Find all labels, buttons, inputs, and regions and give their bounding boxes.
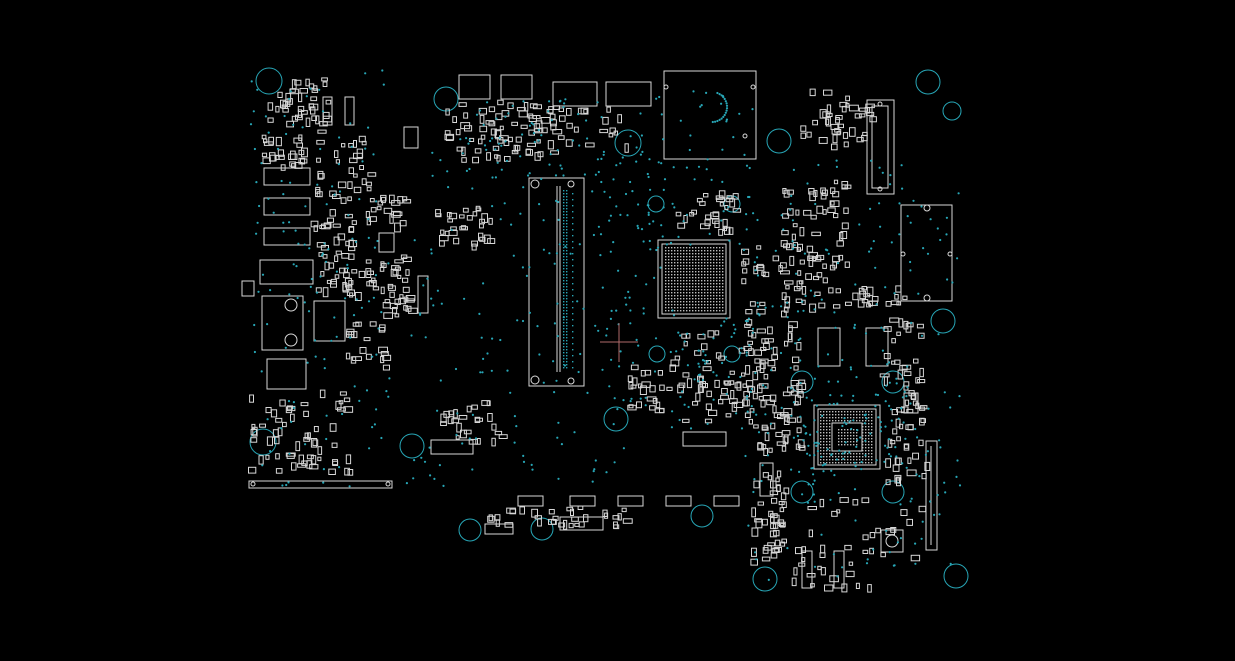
- mounting-hole[interactable]: [648, 345, 666, 363]
- memory-slot[interactable]: [528, 177, 585, 387]
- bga-pads: [563, 190, 873, 464]
- mounting-hole[interactable]: [647, 195, 665, 213]
- bottom-left-connector[interactable]: [248, 480, 393, 489]
- large-components: [241, 70, 953, 589]
- right-module[interactable]: [900, 204, 953, 302]
- bottom-connectors[interactable]: [430, 431, 740, 535]
- mounting-hole[interactable]: [943, 563, 969, 589]
- mounting-hole[interactable]: [458, 518, 482, 542]
- crosshair-icon: [600, 323, 638, 362]
- mounting-hole[interactable]: [614, 129, 642, 157]
- mounting-hole[interactable]: [399, 433, 425, 459]
- mounting-hole[interactable]: [915, 69, 941, 95]
- mounting-hole[interactable]: [530, 517, 554, 541]
- memory-chips[interactable]: [817, 327, 889, 367]
- mounting-hole[interactable]: [942, 101, 962, 121]
- left-io-connectors[interactable]: [241, 167, 346, 390]
- cpu-bga-package[interactable]: [657, 239, 731, 319]
- chipset-bga-package[interactable]: [813, 404, 881, 470]
- top-connectors[interactable]: [458, 74, 652, 107]
- mounting-hole[interactable]: [790, 480, 814, 504]
- shield-module[interactable]: [663, 70, 757, 160]
- small-components: [248, 77, 931, 593]
- mounting-hole[interactable]: [690, 504, 714, 528]
- mounting-holes: [249, 67, 969, 592]
- mounting-hole[interactable]: [930, 308, 956, 334]
- vias: [249, 69, 962, 582]
- mounting-hole[interactable]: [249, 428, 277, 456]
- mounting-hole[interactable]: [723, 345, 741, 363]
- mounting-hole[interactable]: [603, 406, 629, 432]
- mounting-hole[interactable]: [752, 566, 778, 592]
- mounting-hole[interactable]: [766, 128, 792, 154]
- mounting-hole[interactable]: [255, 67, 283, 95]
- right-connector[interactable]: [866, 99, 895, 195]
- mounting-hole[interactable]: [881, 480, 905, 504]
